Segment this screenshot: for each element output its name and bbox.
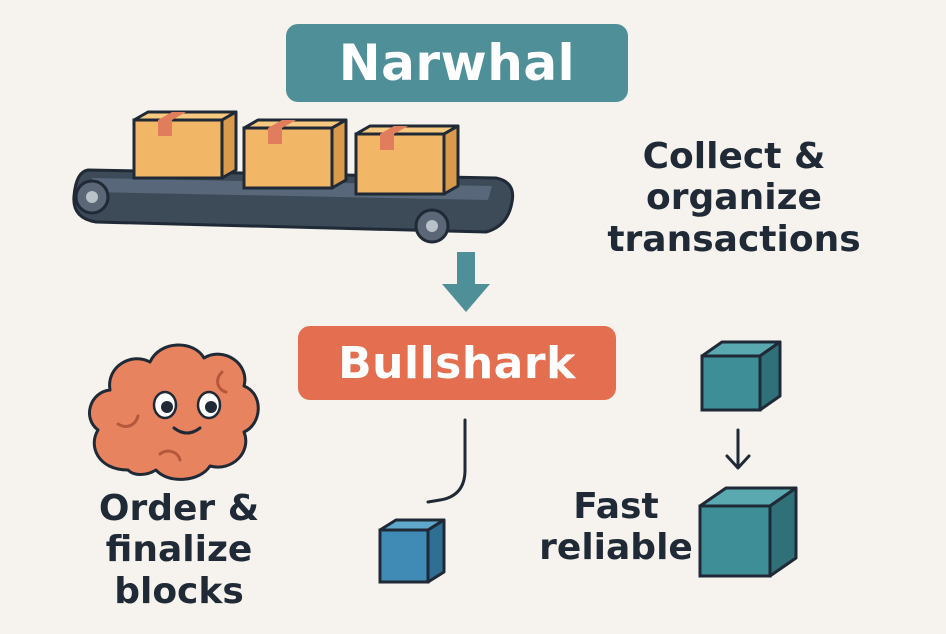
connector-line	[426, 418, 467, 504]
cube-icon	[700, 340, 782, 412]
package-box-icon	[242, 118, 348, 190]
collect-caption: Collect & organize transactions	[607, 136, 861, 260]
cube-icon	[698, 486, 798, 578]
brain-icon	[88, 343, 260, 481]
down-arrow-icon	[442, 252, 490, 312]
package-box-icon	[132, 110, 238, 180]
order-caption: Order & finalize blocks	[98, 488, 260, 612]
bullshark-stage-title: Bullshark	[298, 326, 616, 400]
package-box-icon	[354, 124, 460, 196]
small-down-arrow-icon	[725, 428, 751, 470]
cube-icon	[378, 518, 446, 584]
narwhal-stage-title: Narwhal	[286, 24, 628, 102]
fast-caption: Fast reliable	[539, 486, 693, 569]
